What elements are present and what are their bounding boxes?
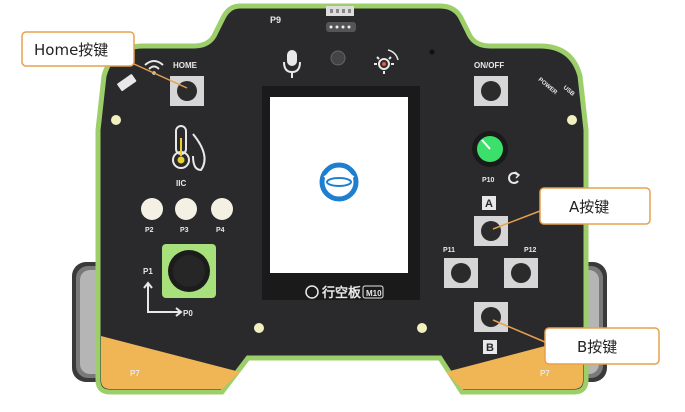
battery-icon — [117, 74, 137, 92]
callout-home: Home按键 — [21, 31, 135, 67]
header-label: P9 — [270, 15, 281, 25]
joystick[interactable] — [162, 244, 216, 298]
model-label: M10 — [366, 289, 382, 298]
callout-a: A按键 — [539, 187, 651, 225]
p12-button[interactable] — [504, 258, 538, 288]
pin-label-p3: P3 — [180, 227, 189, 234]
p12-label: P12 — [524, 247, 537, 254]
p10-label: P10 — [482, 177, 495, 184]
microphone-icon — [283, 50, 301, 78]
light-sensor-icon — [374, 49, 399, 74]
pin-label-p2: P2 — [145, 227, 154, 234]
p1-label: P1 — [143, 267, 153, 276]
orange-corner-left — [101, 336, 240, 389]
light-sensor — [330, 50, 346, 66]
home-label: HOME — [173, 61, 198, 70]
brand-name: 行空板 — [321, 285, 362, 300]
p7-left-label: P7 — [130, 369, 140, 378]
p11-label: P11 — [443, 247, 455, 254]
screen-logo — [319, 162, 359, 202]
top-connector — [326, 6, 354, 16]
callout-a-text: A按键 — [569, 198, 609, 216]
pin-pad — [141, 198, 233, 220]
p0-label: P0 — [183, 309, 193, 318]
brand-logo — [305, 285, 319, 299]
iic-label: IIC — [176, 179, 186, 188]
reset-icon — [508, 171, 521, 184]
callout-b: B按键 — [544, 327, 660, 365]
b-label: B — [486, 342, 494, 354]
onoff-label: ON/OFF — [474, 61, 504, 70]
callout-b-text: B按键 — [577, 338, 617, 356]
home-button[interactable] — [170, 76, 204, 106]
a-button[interactable] — [474, 216, 508, 246]
knob[interactable] — [472, 131, 508, 167]
p11-button[interactable] — [444, 258, 478, 288]
callout-home-text: Home按键 — [34, 41, 108, 59]
b-button[interactable] — [474, 302, 508, 332]
arrow-axes-icon — [143, 281, 183, 317]
thermometer-icon — [172, 125, 206, 172]
pin-label-p4: P4 — [216, 227, 225, 234]
onoff-button[interactable] — [474, 76, 508, 106]
p7-right-label: P7 — [540, 369, 550, 378]
led-indicator — [111, 115, 577, 333]
a-label: A — [485, 198, 493, 210]
